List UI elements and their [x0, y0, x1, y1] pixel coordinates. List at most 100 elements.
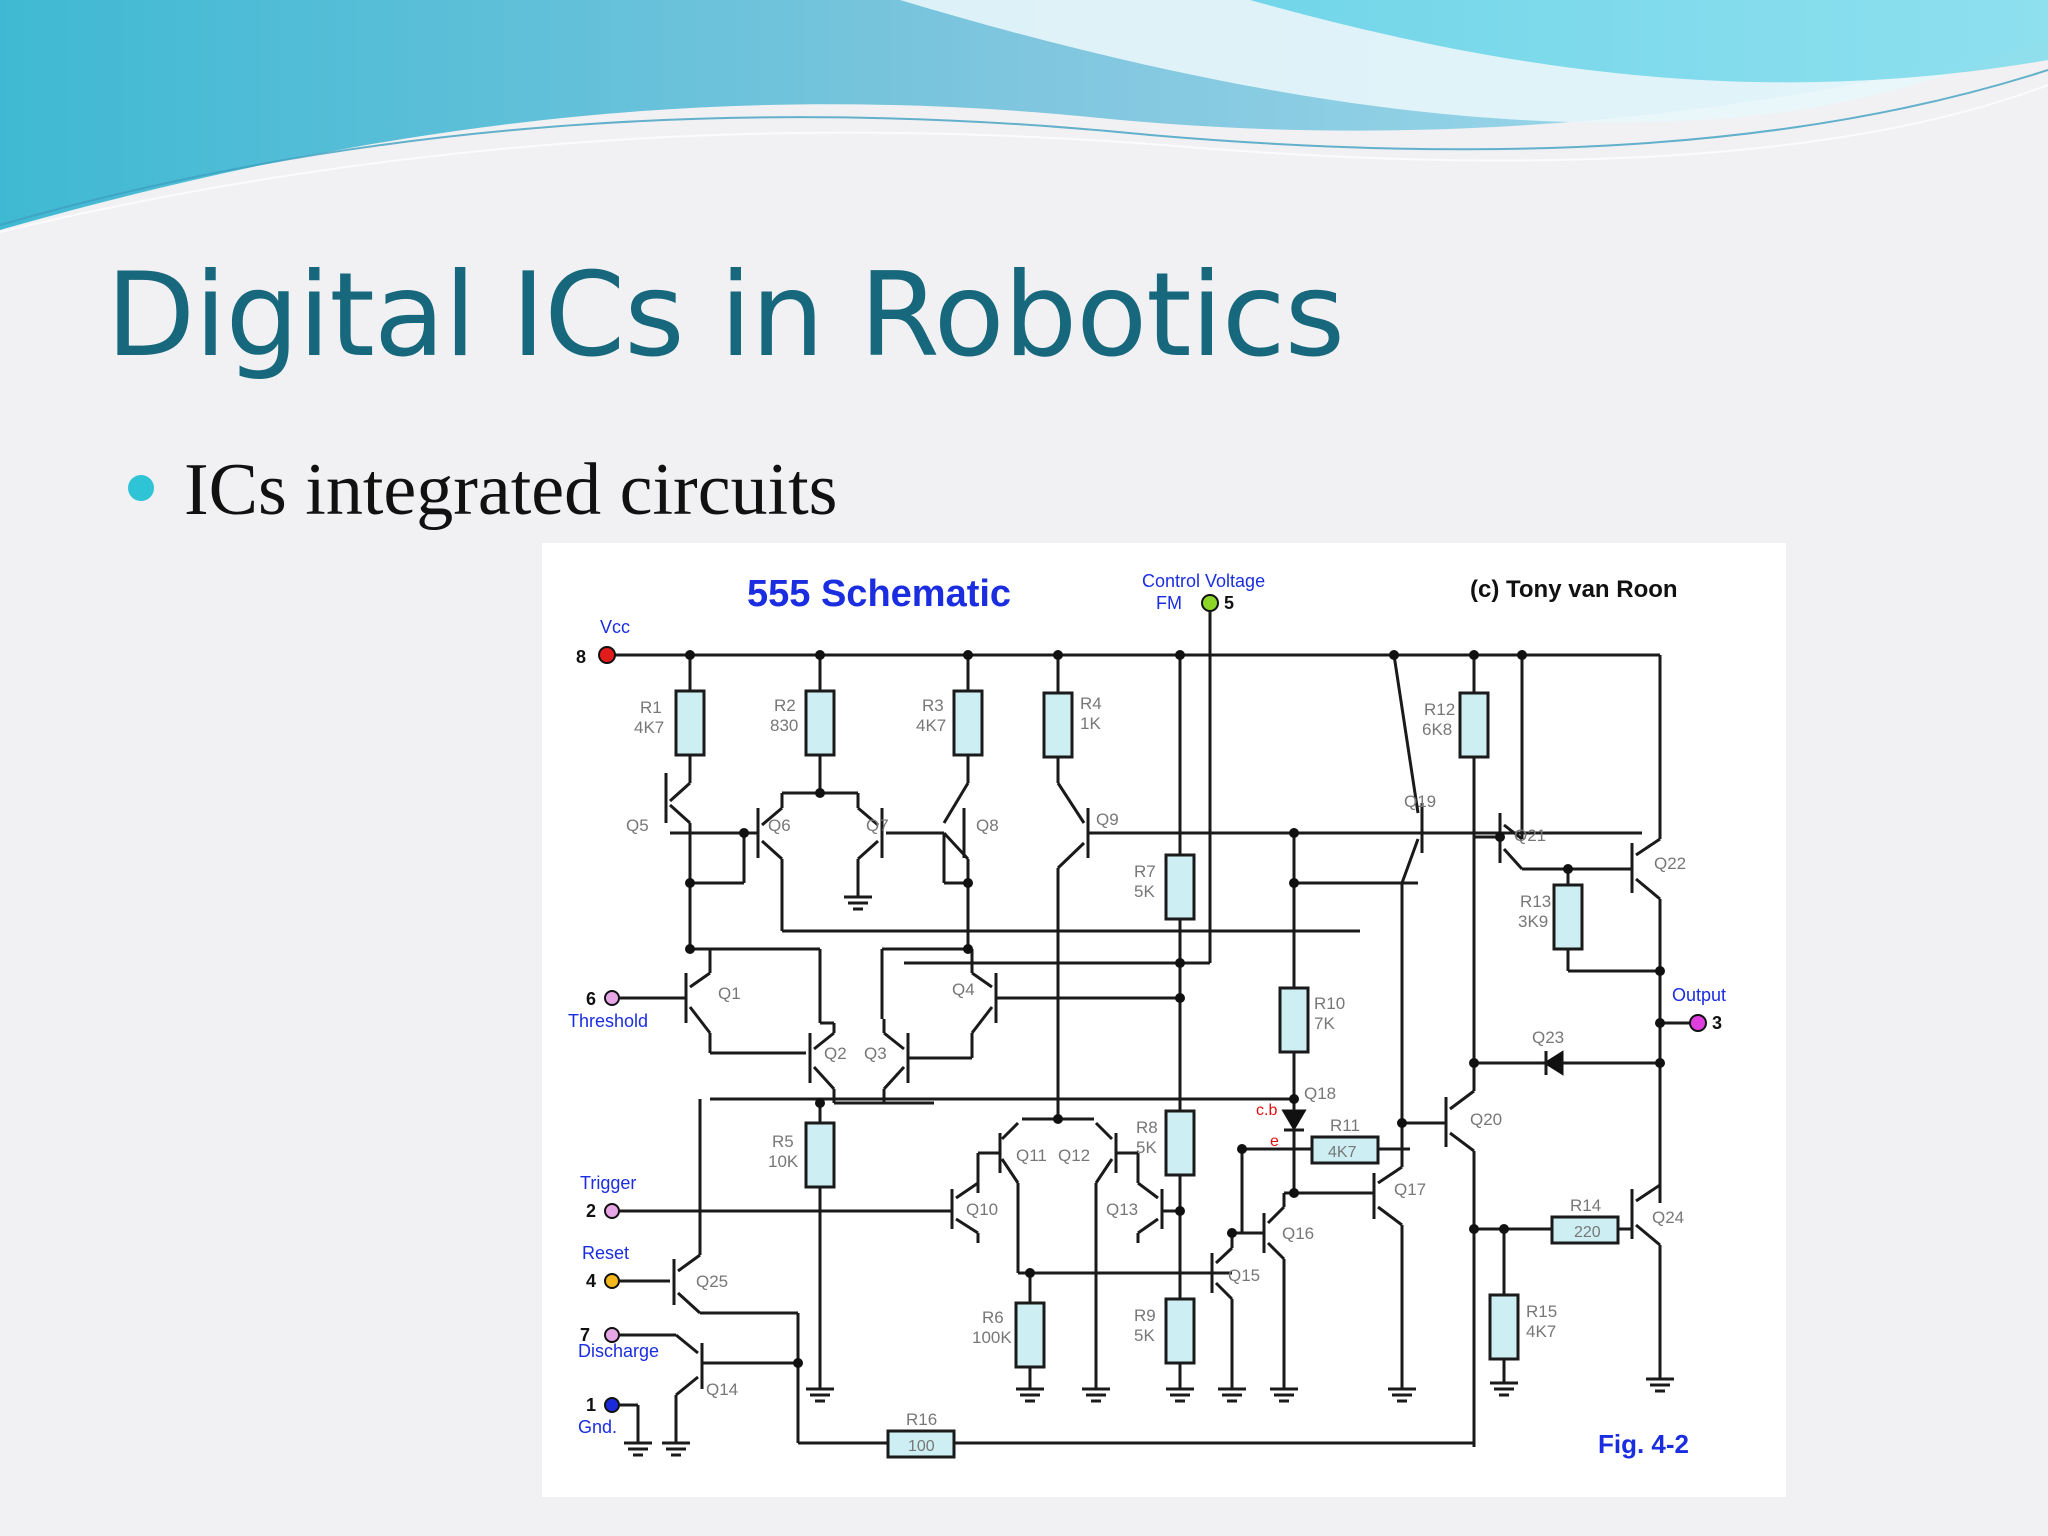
resistor-r2: R2 830	[770, 655, 836, 793]
svg-text:R13: R13	[1520, 892, 1551, 911]
svg-text:Reset: Reset	[582, 1243, 629, 1263]
pin-vcc-terminal	[598, 646, 616, 664]
svg-text:Q7: Q7	[866, 816, 889, 835]
svg-text:830: 830	[770, 716, 798, 735]
svg-text:R15: R15	[1526, 1302, 1557, 1321]
transistor-q1: Q1	[684, 971, 741, 1034]
svg-text:5K: 5K	[1134, 1326, 1155, 1345]
svg-text:4K7: 4K7	[1328, 1144, 1357, 1161]
svg-text:Gnd.: Gnd.	[578, 1417, 617, 1437]
transistor-q6: Q6	[756, 806, 791, 861]
transistor-q24: Q24	[1630, 1183, 1684, 1247]
svg-text:Q6: Q6	[768, 816, 791, 835]
svg-text:R3: R3	[922, 696, 944, 715]
svg-text:Q4: Q4	[952, 980, 975, 999]
svg-text:Q5: Q5	[626, 816, 649, 835]
transistor-q12: Q12	[1058, 1121, 1118, 1184]
svg-text:R2: R2	[774, 696, 796, 715]
schematic-diagram: 555 Schematic (c) Tony van Roon Fig. 4-2…	[568, 571, 1726, 1459]
transistor-q18: Q18 c.b e	[1256, 1084, 1336, 1150]
resistor-r3: R3 4K7	[916, 655, 984, 783]
pin-vcc-number: 8	[576, 647, 586, 667]
transistor-q10: Q10	[950, 1181, 998, 1235]
svg-text:Q14: Q14	[706, 1380, 738, 1399]
svg-text:100: 100	[908, 1438, 935, 1455]
svg-text:1K: 1K	[1080, 714, 1101, 733]
bullet-dot-icon	[128, 475, 154, 501]
svg-text:6K8: 6K8	[1422, 720, 1452, 739]
resistor-r12: R12 6K8	[1422, 655, 1490, 1083]
svg-text:R11: R11	[1330, 1116, 1360, 1135]
transistor-q5: Q5	[626, 773, 692, 835]
svg-text:R12: R12	[1424, 700, 1455, 719]
transistor-q25: Q25	[672, 1253, 728, 1315]
transistor-q8: Q8	[942, 782, 999, 861]
svg-text:7K: 7K	[1314, 1014, 1335, 1033]
svg-text:Q24: Q24	[1652, 1208, 1684, 1227]
svg-text:Q3: Q3	[864, 1044, 887, 1063]
svg-text:R10: R10	[1314, 994, 1345, 1013]
svg-text:4K7: 4K7	[634, 718, 664, 737]
svg-text:Q17: Q17	[1394, 1180, 1426, 1199]
svg-text:Q10: Q10	[966, 1200, 998, 1219]
svg-text:Q22: Q22	[1654, 854, 1686, 873]
svg-text:2: 2	[586, 1201, 596, 1221]
svg-text:Q20: Q20	[1470, 1110, 1502, 1129]
pin-gnd: 1 Gnd.	[578, 1395, 652, 1457]
transistor-q2: Q2	[808, 1031, 847, 1091]
svg-text:5K: 5K	[1136, 1138, 1157, 1157]
junction-dots	[685, 650, 1665, 1368]
svg-text:R9: R9	[1134, 1306, 1156, 1325]
resistor-r4: R4 1K	[1042, 655, 1102, 783]
pin-control-terminal	[1201, 594, 1219, 612]
resistor-r10: R10 7K	[1278, 986, 1345, 1054]
svg-text:R7: R7	[1134, 862, 1156, 881]
transistor-q13: Q13	[1106, 1181, 1164, 1235]
resistor-r13: R13 3K9	[1518, 883, 1584, 951]
transistor-q7: Q7	[856, 806, 889, 861]
svg-text:R16: R16	[906, 1410, 937, 1429]
transistor-q3: Q3	[864, 1031, 910, 1091]
pin-discharge: 7 Discharge	[578, 1325, 676, 1361]
svg-text:4K7: 4K7	[1526, 1322, 1556, 1341]
svg-text:7: 7	[580, 1325, 590, 1345]
svg-text:R8: R8	[1136, 1118, 1158, 1137]
transistor-q16: Q16	[1262, 1205, 1314, 1261]
svg-text:Q11: Q11	[1016, 1146, 1047, 1165]
svg-text:e: e	[1270, 1133, 1279, 1150]
transistor-q15: Q15	[1210, 1246, 1260, 1301]
figure-caption: Fig. 4-2	[1598, 1429, 1689, 1459]
svg-text:Q23: Q23	[1532, 1028, 1564, 1047]
pin-output: Output 3	[1660, 985, 1726, 1033]
transistor-q4: Q4	[952, 971, 998, 1034]
svg-text:4K7: 4K7	[916, 716, 946, 735]
svg-text:6: 6	[586, 989, 596, 1009]
transistor-q11: Q11	[998, 1121, 1047, 1184]
svg-text:Q19: Q19	[1404, 792, 1436, 811]
pin-threshold: 6 Threshold	[568, 989, 686, 1031]
svg-text:5K: 5K	[1134, 882, 1155, 901]
pin-reset: 4 Reset	[582, 1243, 670, 1291]
resistor-r15: R15 4K7	[1488, 1293, 1557, 1361]
slide-title: Digital ICs in Robotics	[106, 248, 1345, 383]
svg-text:c.b: c.b	[1256, 1102, 1277, 1119]
resistor-r8: R8 5K	[1136, 1109, 1196, 1177]
svg-text:1: 1	[586, 1395, 596, 1415]
svg-text:3K9: 3K9	[1518, 912, 1548, 931]
schematic-figure: 555 Schematic (c) Tony van Roon Fig. 4-2…	[542, 543, 1786, 1497]
transistor-q9: Q9	[1056, 782, 1119, 870]
svg-text:10K: 10K	[768, 1152, 799, 1171]
resistor-r14: R14 220	[1550, 1196, 1620, 1245]
transistor-q22: Q22	[1630, 837, 1686, 901]
svg-text:Discharge: Discharge	[578, 1341, 659, 1361]
svg-text:4: 4	[586, 1271, 596, 1291]
header-wave-decoration	[0, 0, 2048, 233]
resistor-r6: R6 100K	[972, 1301, 1046, 1369]
pin-trigger: 2 Trigger	[580, 1173, 952, 1221]
svg-text:R14: R14	[1570, 1196, 1601, 1215]
svg-text:100K: 100K	[972, 1328, 1012, 1347]
pin-control-number: 5	[1224, 593, 1234, 613]
transistor-q17: Q17	[1372, 1165, 1426, 1227]
svg-text:Q8: Q8	[976, 816, 999, 835]
svg-text:220: 220	[1574, 1224, 1601, 1241]
